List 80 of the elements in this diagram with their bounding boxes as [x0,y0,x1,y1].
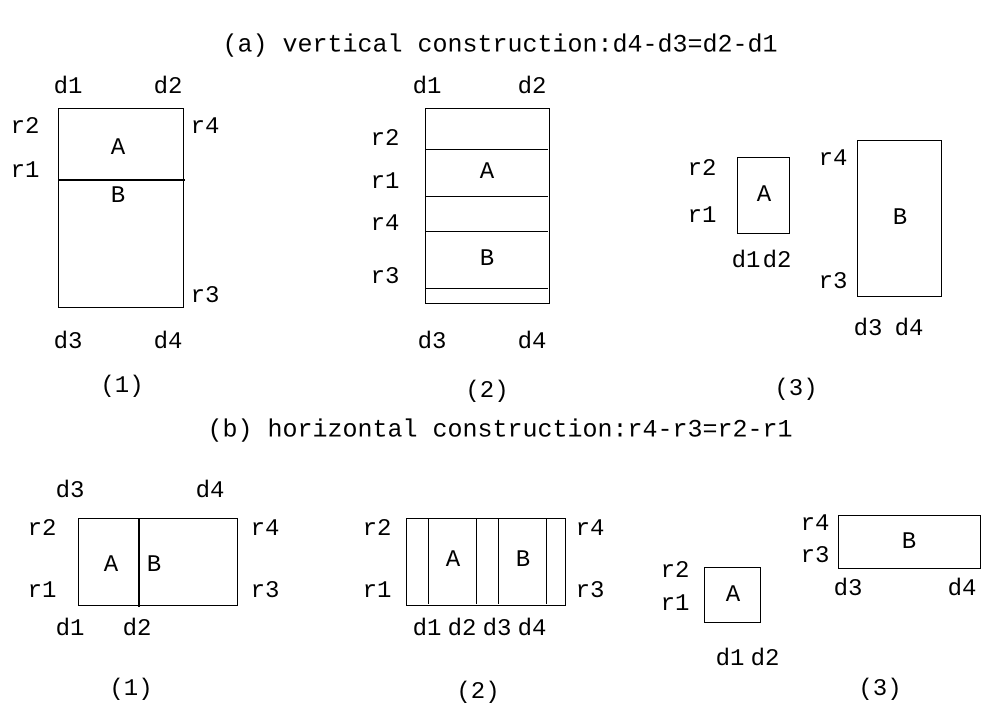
panel-number: (1) [100,375,144,399]
corner-label: d1 [412,76,442,100]
heading: (b) horizontal construction:r4-r3=r2-r1 [207,418,793,442]
region-label: B [902,531,916,555]
corner-label: d4 [518,618,546,642]
corner-label: d1 [412,618,442,642]
corner-label: r3 [370,266,400,290]
corner-label: r4 [576,518,604,542]
corner-label: d2 [122,618,152,642]
corner-label: r4 [370,213,400,237]
region-box [838,515,981,569]
region-label: A [726,584,740,608]
strip [426,149,548,197]
corner-label: d4 [518,331,546,355]
panel-number: (1) [109,678,153,702]
corner-label: d1 [56,618,84,642]
corner-label: r3 [250,580,280,604]
corner-label: d4 [154,331,182,355]
corner-label: r1 [10,160,40,184]
outline-box [425,108,550,304]
corner-label: d3 [56,480,84,504]
corner-label: r4 [818,148,848,172]
region-label: A [110,137,126,161]
corner-label: r3 [576,580,604,604]
region-box [737,157,790,234]
corner-label: r4 [250,518,280,542]
corner-label: r3 [190,285,220,309]
corner-label: r2 [362,518,392,542]
corner-label: r3 [818,271,848,295]
corner-label: d2 [518,76,546,100]
corner-label: r4 [190,116,220,140]
panel-number: (3) [774,378,818,402]
corner-label: r3 [800,545,830,569]
region-box [857,140,942,297]
corner-label: d1 [54,76,82,100]
corner-label: d3 [418,331,446,355]
region-box [704,567,761,623]
corner-label: d1 [732,250,760,274]
region-label: B [516,549,530,573]
region-label: A [104,554,118,578]
strip [498,519,547,604]
region-label: A [446,549,460,573]
corner-label: d3 [54,331,82,355]
corner-label: d3 [482,618,512,642]
corner-label: r1 [688,205,716,229]
corner-label: d3 [834,578,862,602]
corner-label: r2 [660,560,690,584]
corner-label: d2 [154,76,182,100]
panel-number: (3) [858,678,902,702]
corner-label: d4 [196,480,224,504]
strip [428,519,477,604]
corner-label: d3 [854,318,882,342]
corner-label: r4 [800,513,830,537]
corner-label: r1 [370,171,400,195]
corner-label: d2 [448,618,476,642]
corner-label: r2 [370,128,400,152]
heading: (a) vertical construction:d4-d3=d2-d1 [222,32,778,58]
panel-number: (2) [456,681,500,705]
corner-label: d2 [750,648,780,672]
corner-label: d2 [762,250,792,274]
region-label: A [756,184,772,208]
corner-label: d4 [894,318,924,342]
corner-label: r1 [28,580,56,604]
corner-label: r1 [362,580,392,604]
region-label: A [480,161,494,185]
region-label: B [110,185,126,209]
outline-box [406,518,566,606]
panel-number: (2) [465,380,509,404]
region-label: B [146,554,162,578]
corner-label: d1 [716,648,744,672]
region-box [78,518,238,606]
corner-label: d4 [948,578,976,602]
corner-label: r2 [28,518,56,542]
region-label: B [892,207,908,231]
region-box [58,108,184,308]
region-label: B [480,248,494,272]
corner-label: r2 [10,116,40,140]
corner-label: r2 [688,158,716,182]
strip [426,231,548,289]
corner-label: r1 [660,593,690,617]
